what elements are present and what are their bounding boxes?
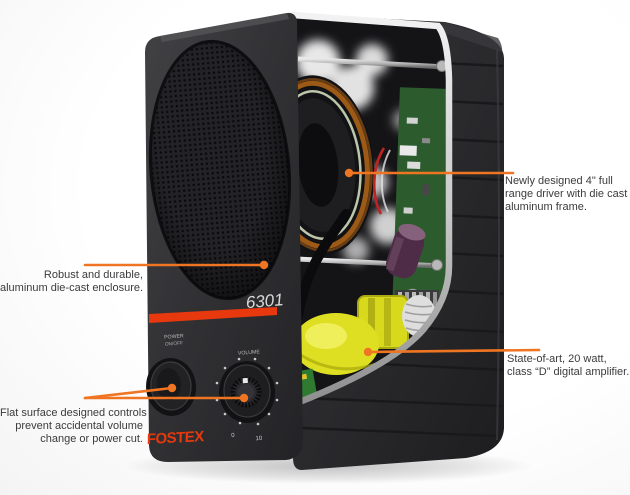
callout-line-amplifier xyxy=(363,347,541,357)
power-switch-label: ON/OFF xyxy=(165,340,184,347)
callout-text-line: Flat surface designed controls xyxy=(0,407,147,419)
callout-text-enclosure: Robust and durable, aluminum die-cast en… xyxy=(0,269,143,295)
volume-tick-marks xyxy=(215,357,279,426)
speaker-grille xyxy=(148,39,292,301)
cutaway-opening xyxy=(289,11,453,407)
callout-text-line: aluminum frame. xyxy=(505,201,587,214)
callout-text-controls: Flat surface designed controls prevent a… xyxy=(0,407,147,447)
accent-stripe xyxy=(149,307,277,323)
baffle-top-edge xyxy=(160,13,289,42)
capacitor xyxy=(385,223,426,279)
red-wire xyxy=(372,147,386,215)
front-baffle: 6301 POWER ON/OFF VOLUME 0 10 FOS xyxy=(145,12,303,463)
callout-text-line: Robust and durable, xyxy=(43,269,143,281)
callout-text-line: class “D” digital amplifier. xyxy=(507,366,630,379)
callout-text-line: State-of-art, 20 watt, xyxy=(507,353,607,365)
callout-line-controls xyxy=(83,383,249,403)
callout-text-amplifier: State-of-art, 20 watt, class “D” digital… xyxy=(507,353,630,379)
aluminum-cut-edge xyxy=(289,11,453,407)
model-number-label: 6301 xyxy=(245,290,284,312)
transformer xyxy=(295,295,436,375)
callout-text-driver: Newly designed 4" full range driver with… xyxy=(505,175,630,215)
callout-text-line: aluminum die-cast enclosure. xyxy=(0,282,144,295)
volume-knob xyxy=(219,361,276,423)
callout-text-line: change or power cut. xyxy=(40,433,143,446)
brand-logo: FOSTEX xyxy=(147,428,205,448)
callout-line-driver xyxy=(344,168,515,178)
power-label: POWER xyxy=(164,333,184,340)
callout-lines xyxy=(83,168,541,403)
white-wire xyxy=(380,149,391,213)
volume-label: VOLUME xyxy=(238,349,261,357)
callout-text-line: prevent accidental volume xyxy=(15,420,143,433)
dial-min-label: 0 xyxy=(231,433,235,439)
callout-text-line: Newly designed 4" full xyxy=(505,175,613,187)
dial-max-label: 10 xyxy=(255,436,263,442)
callout-line-enclosure xyxy=(83,260,269,270)
callout-text-line: range driver with die cast xyxy=(505,188,628,201)
